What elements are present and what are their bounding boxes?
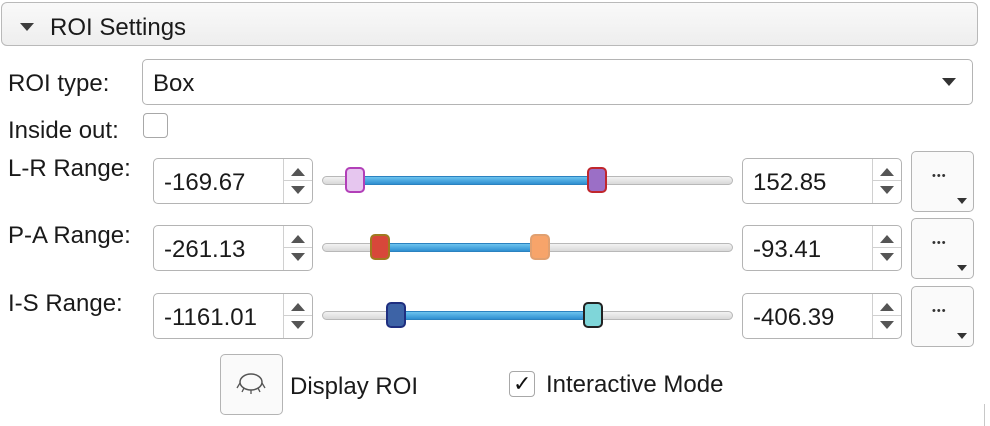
display-roi-button[interactable] (220, 354, 283, 415)
checkmark-icon: ✓ (513, 371, 532, 396)
range-max-spinbox-value: -406.39 (753, 304, 835, 331)
spin-up-arrow-icon[interactable] (880, 235, 894, 243)
spin-buttons[interactable] (872, 294, 901, 338)
spin-down-arrow-icon[interactable] (880, 321, 894, 329)
range-upper-handle[interactable] (583, 302, 604, 328)
inside-out-checkbox[interactable] (143, 113, 168, 138)
range-slider-track[interactable] (322, 176, 733, 185)
interactive-mode-label[interactable]: Interactive Mode (546, 371, 724, 398)
chevron-down-icon (957, 198, 967, 204)
range-slider-track[interactable] (322, 311, 733, 320)
range-slider-fill (396, 311, 595, 320)
range-lower-handle[interactable] (385, 302, 406, 328)
roi-type-dropdown[interactable]: Box (142, 59, 973, 105)
range-label: L-R Range: (8, 155, 131, 182)
range-slider-fill (380, 243, 541, 252)
more-dots-icon: ••• (932, 170, 947, 182)
display-roi-label[interactable]: Display ROI (290, 373, 419, 400)
spin-buttons[interactable] (283, 159, 312, 203)
eye-icon (236, 373, 266, 394)
chevron-down-icon (942, 78, 956, 86)
range-options-button[interactable]: ••• (911, 286, 974, 347)
section-title: ROI Settings (50, 14, 187, 41)
range-min-spinbox-value: -261.13 (164, 236, 246, 263)
range-options-button[interactable]: ••• (911, 218, 974, 279)
chevron-down-icon (957, 265, 967, 271)
range-lower-handle[interactable] (344, 167, 365, 193)
range-max-spinbox[interactable]: -93.41 (742, 225, 902, 271)
range-min-spinbox[interactable]: -169.67 (153, 158, 313, 204)
range-max-spinbox[interactable]: 152.85 (742, 158, 902, 204)
spin-buttons[interactable] (872, 159, 901, 203)
spin-down-arrow-icon[interactable] (291, 321, 305, 329)
range-max-spinbox-value: -93.41 (753, 236, 822, 263)
range-max-spinbox[interactable]: -406.39 (742, 293, 902, 339)
range-min-spinbox[interactable]: -1161.01 (153, 293, 313, 339)
spin-up-arrow-icon[interactable] (291, 168, 305, 176)
spin-buttons[interactable] (283, 226, 312, 270)
spin-up-arrow-icon[interactable] (291, 235, 305, 243)
range-upper-handle[interactable] (587, 167, 608, 193)
collapse-arrow-icon[interactable] (20, 23, 34, 31)
range-min-spinbox-value: -169.67 (164, 169, 246, 196)
spin-down-arrow-icon[interactable] (880, 253, 894, 261)
roi-type-value: Box (153, 70, 195, 97)
range-label: I-S Range: (8, 290, 123, 317)
spin-up-arrow-icon[interactable] (291, 303, 305, 311)
more-dots-icon: ••• (932, 237, 947, 249)
range-options-button[interactable]: ••• (911, 151, 974, 212)
spin-down-arrow-icon[interactable] (291, 253, 305, 261)
inside-out-label: Inside out: (8, 117, 119, 144)
scrollbar-edge[interactable] (984, 404, 990, 426)
range-max-spinbox-value: 152.85 (753, 169, 827, 196)
range-lower-handle[interactable] (369, 234, 390, 260)
range-slider-fill (355, 176, 599, 185)
spin-up-arrow-icon[interactable] (880, 168, 894, 176)
spin-up-arrow-icon[interactable] (880, 303, 894, 311)
spin-down-arrow-icon[interactable] (291, 186, 305, 194)
spin-buttons[interactable] (872, 226, 901, 270)
interactive-mode-checkbox[interactable]: ✓ (509, 371, 535, 397)
chevron-down-icon (957, 333, 967, 339)
range-min-spinbox[interactable]: -261.13 (153, 225, 313, 271)
roi-settings-header[interactable]: ROI Settings (1, 2, 978, 46)
range-label: P-A Range: (8, 222, 131, 249)
range-min-spinbox-value: -1161.01 (164, 304, 257, 331)
more-dots-icon: ••• (932, 305, 947, 317)
spin-down-arrow-icon[interactable] (880, 186, 894, 194)
spin-buttons[interactable] (283, 294, 312, 338)
roi-type-label: ROI type: (8, 70, 110, 97)
range-upper-handle[interactable] (529, 234, 550, 260)
